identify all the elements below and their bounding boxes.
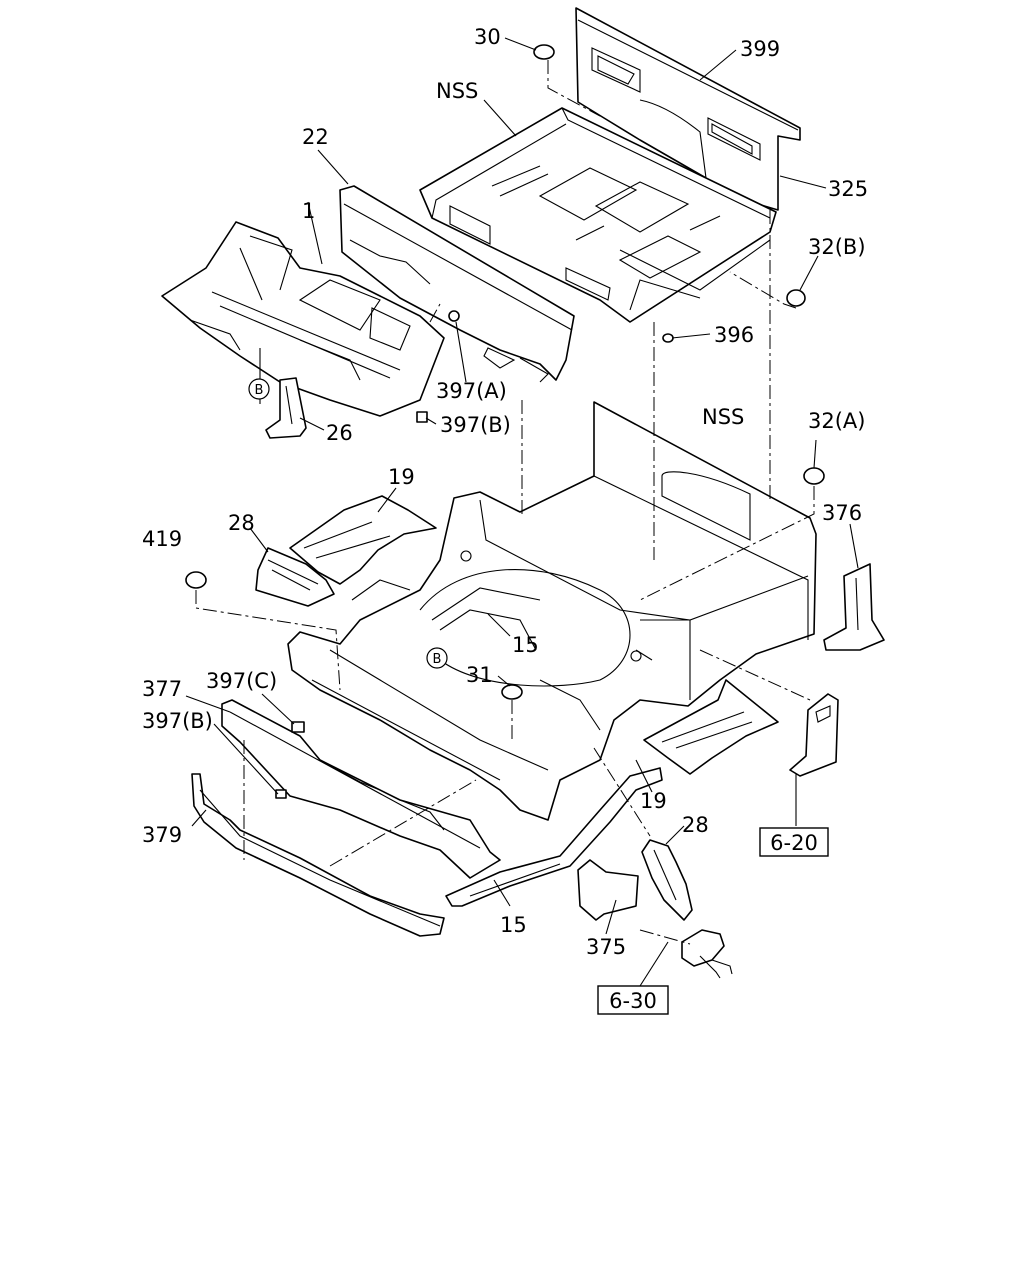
reference-box-6-20-label: 6-20 xyxy=(770,831,818,855)
callout-399: 399 xyxy=(740,37,780,61)
circle-marker-b-left-label: B xyxy=(255,383,264,398)
callout-377: 377 xyxy=(142,677,182,701)
part-6-30-bracket xyxy=(681,929,733,979)
callout-28-top: 28 xyxy=(228,511,255,535)
part-31-grommet xyxy=(501,684,523,700)
reference-box-6-30-label: 6-30 xyxy=(609,989,657,1013)
callout-26: 26 xyxy=(326,421,353,445)
part-376-side-bracket xyxy=(823,563,885,651)
callout-379: 379 xyxy=(142,823,182,847)
circle-marker-b-left: B xyxy=(248,378,270,400)
callout-28-bottom: 28 xyxy=(682,813,709,837)
callout-397b-top: 397(B) xyxy=(440,413,511,437)
circle-marker-b-center-label: B xyxy=(433,652,442,667)
reference-box-6-30[interactable]: 6-30 xyxy=(597,985,669,1015)
part-22-cross-member xyxy=(339,185,575,383)
part-397c-clip xyxy=(291,721,305,733)
part-32b-grommet xyxy=(786,289,806,307)
callout-397a: 397(A) xyxy=(436,379,507,403)
callout-376: 376 xyxy=(822,501,862,525)
part-375-panel xyxy=(577,859,639,921)
fasteners xyxy=(185,44,825,799)
part-397b-clip-bottom xyxy=(275,789,287,799)
callout-397c: 397(C) xyxy=(206,669,277,693)
part-397b-clip-top xyxy=(416,411,428,423)
part-30-grommet xyxy=(533,44,555,60)
callout-419: 419 xyxy=(142,527,182,551)
part-26-bracket xyxy=(265,377,307,439)
part-396-plug xyxy=(662,333,674,343)
callout-31: 31 xyxy=(466,663,493,687)
callout-labels: 30 399 NSS 325 22 1 32(B) 396 397(A) 397… xyxy=(142,25,868,959)
part-28-bracket-right xyxy=(641,839,693,921)
part-397a-clip xyxy=(448,310,460,322)
reference-box-6-20[interactable]: 6-20 xyxy=(759,827,829,857)
part-19-floor-side-right xyxy=(643,679,779,775)
callout-30: 30 xyxy=(474,25,501,49)
callout-nss-top: NSS xyxy=(436,79,478,103)
callout-397b-bottom: 397(B) xyxy=(142,709,213,733)
callout-22: 22 xyxy=(302,125,329,149)
part-19-floor-side-left xyxy=(289,495,437,585)
callout-375: 375 xyxy=(586,935,626,959)
callout-325: 325 xyxy=(828,177,868,201)
callout-19-top: 19 xyxy=(388,465,415,489)
assembly-lines xyxy=(195,60,815,945)
circle-marker-b-center: B xyxy=(426,647,448,669)
callout-15-bottom: 15 xyxy=(500,913,527,937)
part-32a-grommet xyxy=(803,467,825,485)
part-379-lower-bar xyxy=(191,773,445,937)
callout-32a: 32(A) xyxy=(808,409,865,433)
part-nss-floor-main xyxy=(287,401,817,821)
callout-396: 396 xyxy=(714,323,754,347)
part-nss-rear-floor-top xyxy=(419,107,777,323)
part-419-grommet xyxy=(185,571,207,589)
part-28-bracket-left xyxy=(255,547,335,607)
callout-15-center: 15 xyxy=(512,633,539,657)
callout-19-right: 19 xyxy=(640,789,667,813)
callout-1: 1 xyxy=(302,199,315,223)
callout-nss-middle: NSS xyxy=(702,405,744,429)
callout-32b: 32(B) xyxy=(808,235,866,259)
part-6-20-panel xyxy=(789,693,839,777)
part-377-front-cross-member xyxy=(221,699,501,879)
leader-lines xyxy=(185,37,859,987)
